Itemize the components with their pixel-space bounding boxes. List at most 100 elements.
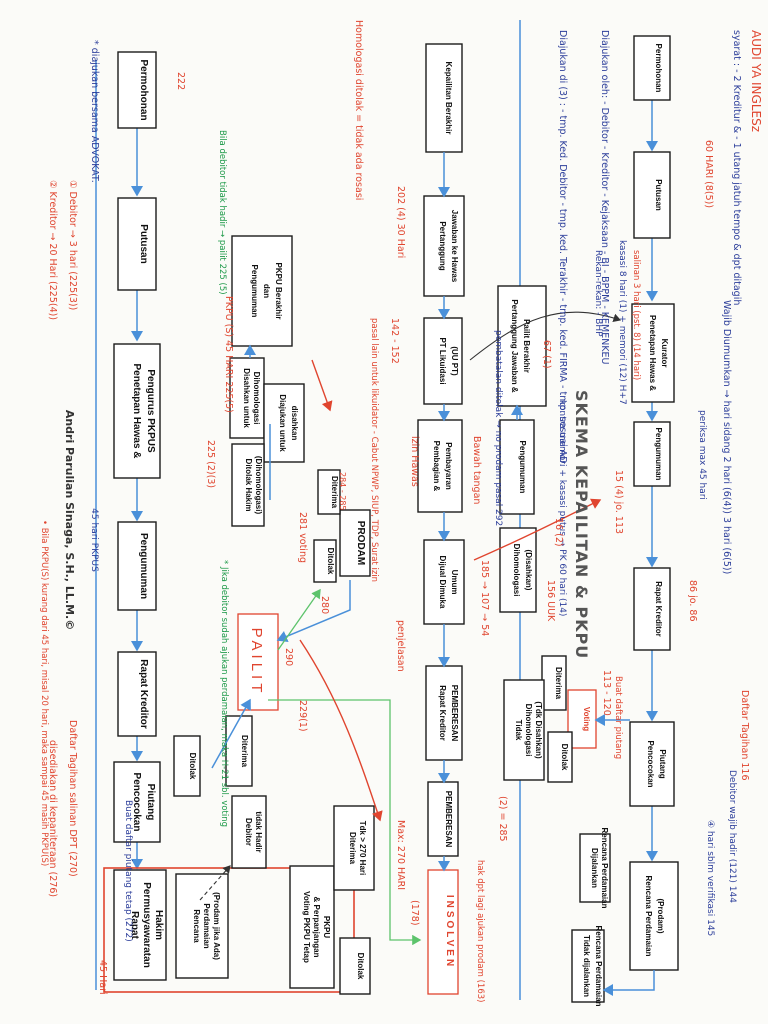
note-syarat: syarat : - 2 Kreditur & - 1 utang jatuh … xyxy=(731,30,742,305)
note-daftar-tagihan: Daftar Tagihan salinan DPT (270) xyxy=(67,720,78,877)
note-izin-hawas: izin Hawas xyxy=(409,436,420,487)
red-connector-1 xyxy=(311,359,333,412)
note-kasasi8: kasasi 8 hari (1) + memori (12) H+7 xyxy=(617,240,627,405)
note-periksa: periksa max 45 hari xyxy=(697,410,707,500)
pertanggung-pailit-label: Pertanggung Jawaban & xyxy=(510,299,519,393)
dijual-box: Dijual Dimuka Umum xyxy=(423,539,465,625)
note-142: 142 - 152 xyxy=(389,318,400,364)
note-280: 280 xyxy=(319,596,330,614)
ditolak-hakim-box: Ditolak Hakim (Dihomologasi) xyxy=(231,443,265,527)
kep-tidak-dihomologasi-box: Tidak Dihomologasi (Tdk Disahkan) xyxy=(503,679,545,781)
pkpu-rencana-perdamaian-box: Rencana Perdamaian (Prodam jika Ada) xyxy=(175,873,229,979)
note-178: (178) xyxy=(409,900,420,926)
note-rekan: Rekan-rekan: - BHP xyxy=(593,250,603,337)
pkpu-permohonan-label: Permohonan xyxy=(138,59,149,120)
pailit-box: PAILIT xyxy=(237,613,279,711)
arrow-prodam-pailit xyxy=(276,580,351,643)
kep-dihomologasi-label-2: (Disahkan) xyxy=(524,550,533,591)
kep-dijalankan-label: Dijalankan xyxy=(590,848,599,888)
red-connector-2 xyxy=(299,639,383,822)
note-audi: AUDI YA INGLESz xyxy=(749,30,763,132)
pkpu-rencana-label-3: (Prodam jika Ada) xyxy=(212,892,221,960)
pkpu-permohonan-box: Permohonan xyxy=(117,51,157,129)
kep-dihomologasi-box: Dihomologasi (Disahkan) xyxy=(499,527,537,613)
note-disediakan: disediakan di kepaniteraan (276) xyxy=(47,740,58,897)
kep-penetapan-label-2: Kurator xyxy=(660,339,669,368)
kep-tidak-dihomologasi-label-3: (Tdk Disahkan) xyxy=(534,701,543,759)
note-salinan: salinan 3 hari (pst. 8) (14 hari) xyxy=(631,250,641,380)
rapat-pemberesan-box: Rapat Kreditor PEMBERESAN xyxy=(425,665,463,761)
note-wajib-diumumkan: Wajib Diumumkan → hari sidang 2 hari (6(… xyxy=(721,300,732,574)
pkpu-debitor-tidak-hadir-box: Debitor tidak Hadir xyxy=(231,795,267,869)
kep-pengumuman-label: Pengumuman xyxy=(654,428,663,481)
pkpu-putusan-label: Putusan xyxy=(138,224,149,263)
pkpu-rapat-permusyawaratan-label-3: Hakim xyxy=(153,910,164,940)
pkpu-diterima-270-box: Diterima Tdk > 270 Hari xyxy=(333,805,375,891)
kep-tidak-dijalankan-label-2: Rencana Perdamaian xyxy=(594,926,603,1007)
kepailitan-berakhir-box: Kepailitan Berakhir xyxy=(425,43,463,153)
pemberesan-label: PEMBERESAN xyxy=(444,791,453,848)
pkpu-diterima-2-label: Diterima xyxy=(330,476,339,509)
note-debitor-3hari: ① Debitor → 3 hari (225(3)) xyxy=(67,180,78,310)
kep-diterima-label: Diterima xyxy=(554,667,563,700)
kep-rencana-box: Rencana Perdamaian (Prodam) xyxy=(629,861,679,971)
pkpu-diterima-270-label: Diterima xyxy=(348,832,357,865)
kep-ditolak-label: Ditolak xyxy=(560,744,569,771)
note-202: 202 (4) 30 Hari xyxy=(395,186,406,258)
kep-pengumuman-2-box: Pengumuman xyxy=(499,419,535,515)
kep-permohonan-box: Permohonan xyxy=(633,35,671,101)
pkpu-penetapan-label-2: Pengurus PKPUS xyxy=(145,369,156,453)
pkpu-debitor-label: Debitor xyxy=(244,818,253,846)
note-kontra: kontra memori + kasasi putus → PK 60 har… xyxy=(557,400,567,616)
note-penjelasan: penjelasan xyxy=(395,620,406,672)
dihomologasi-label: Disahkan untuk xyxy=(242,368,251,428)
pkpu-ditolak-1-label: Ditolak xyxy=(188,753,197,780)
note-285: (2) = 285 xyxy=(497,796,508,842)
pkpu-rapat-permusyawaratan-label-2: Permusyawaratan xyxy=(141,882,152,968)
ditolak-hakim-label: Ditolak Hakim xyxy=(244,459,253,512)
pkpu-pencocokan-label-2: Piutang xyxy=(145,784,156,821)
pemberesan-box: PEMBERESAN xyxy=(427,781,459,857)
insolven-label: INSOLVEN xyxy=(444,895,455,969)
note-buat-daftar: Buat daftar piutang xyxy=(613,676,623,759)
kep-tidak-dijalankan-box: Tidak dijalankan Rencana Perdamaian xyxy=(571,926,605,1007)
kep-dihomologasi-label: Dihomologasi xyxy=(512,544,521,597)
note-pasal-lain: pasal lain untuk likuidator - Cabut NPWP… xyxy=(369,318,379,582)
pembagian-box: Pembagian & Pembayaran xyxy=(417,419,463,513)
pengumuman-berakhir-label-2: dan xyxy=(262,284,271,298)
kep-rencana-label-2: (Prodam) xyxy=(656,898,665,933)
note-156: 156 UUK xyxy=(545,580,556,622)
pkpu-putusan-box: Putusan xyxy=(117,197,157,291)
pkpu-ditolak-right-box: Ditolak xyxy=(339,937,371,995)
note-hari-sblm: ④ hari sblm verifikasi 145 xyxy=(705,820,715,936)
note-pkpu-45hari: PKPU (S) 45 HARI 225(5) xyxy=(223,296,234,413)
pt-likuidasi-box: PT Likuidasi (UU PT) xyxy=(423,317,463,405)
kep-ditolak-box: Ditolak xyxy=(547,731,573,783)
diajukan-label: Diajukan untuk xyxy=(278,394,287,452)
pkpu-rencana-label-2: Perdamaian xyxy=(202,903,211,948)
note-diajukan-bersama: * diajukan bersama ADVOKAT. xyxy=(89,40,100,183)
pkpu-rencana-label: Rencana xyxy=(192,909,201,943)
pertanggung-pailit-box: Pertanggung Jawaban & Pailit Berakhir xyxy=(497,285,547,407)
green-connector-insolven xyxy=(268,699,422,946)
pkpu-ditolak-1-box: Ditolak xyxy=(173,735,201,797)
pkpu-voting-label-2: & Perpanjangan xyxy=(312,897,321,958)
kep-putusan-box: Putusan xyxy=(633,151,671,239)
kep-diterima-box: Diterima xyxy=(541,655,567,711)
green-connector-prodam xyxy=(277,588,321,651)
note-16: 16 (2) xyxy=(553,518,564,547)
kep-pencocokan-label-2: Piutang xyxy=(658,749,667,778)
pertanggung-pailit-label-2: Pailit Berakhir xyxy=(522,319,531,373)
note-jika-debitor: * Jika debitor sudah ajukan perdamaian, … xyxy=(219,560,229,827)
kep-penetapan-label: Penetapan Hawas & xyxy=(648,315,657,391)
pkpu-diterima-2-box: Diterima xyxy=(317,469,341,515)
note-185: 185 → 107 → 54 xyxy=(479,560,490,636)
pkpu-rapat-permusyawaratan-box: Rapat Permusyawaratan Hakim xyxy=(113,869,167,981)
note-hak: hak dpt lagi ajukan prodam (163) xyxy=(475,860,485,1002)
note-pembatalan: pembatalan ditolak → no prodam pasal 292 xyxy=(493,330,503,526)
pkpu-ditolak-2-label: Ditolak xyxy=(326,548,335,575)
pertanggung-hawas-box: Pertanggung Jawaban ke Hawas xyxy=(423,195,465,297)
note-60hari: 60 HARI (8(5)) xyxy=(703,140,714,208)
note-67: 67 (1) xyxy=(541,340,552,369)
